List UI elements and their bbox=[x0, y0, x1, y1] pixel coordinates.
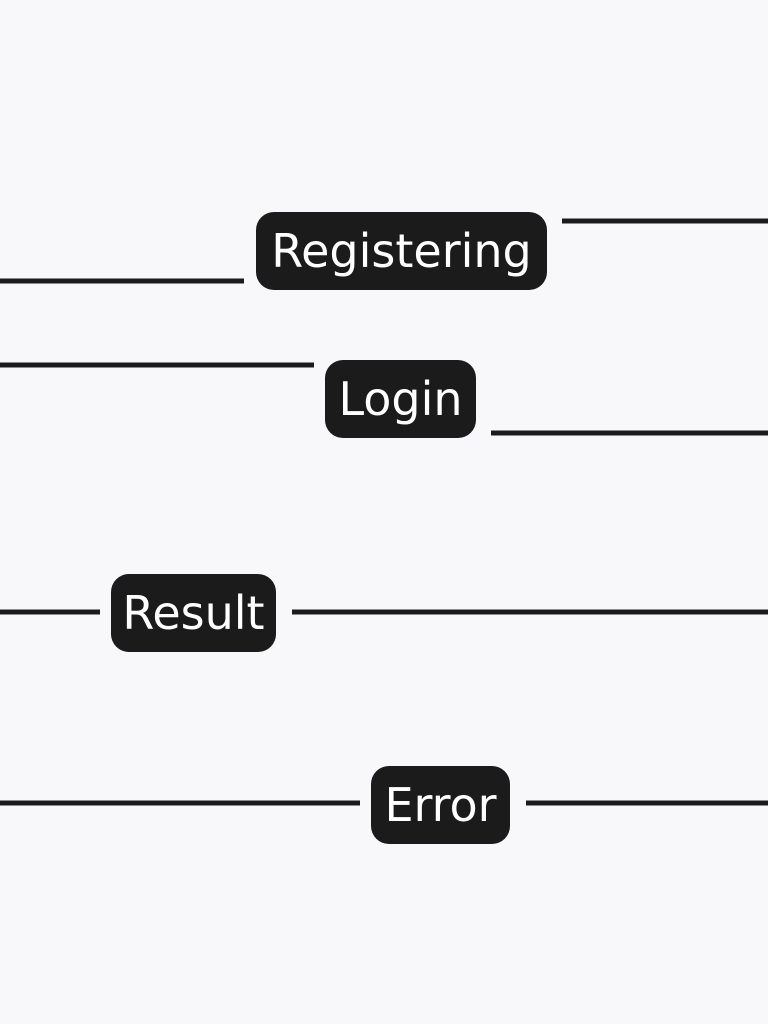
node-registering[interactable]: Registering bbox=[256, 212, 547, 290]
node-error[interactable]: Error bbox=[371, 766, 510, 844]
node-result[interactable]: Result bbox=[111, 574, 276, 652]
node-login[interactable]: Login bbox=[325, 360, 476, 438]
